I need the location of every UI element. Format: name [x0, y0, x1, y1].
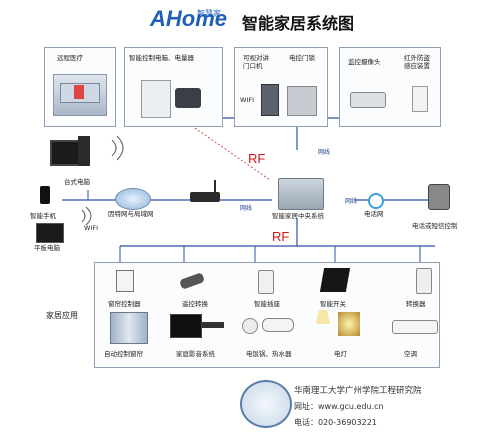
phone-network-icon — [368, 193, 384, 209]
intercom-box: 可视对讲 门口机 电控门锁 WIFI — [234, 47, 328, 127]
website-value[interactable]: www.gcu.edu.cn — [318, 402, 384, 411]
net-label-right: 网线 — [345, 198, 358, 205]
intercom-left-label: 可视对讲 门口机 — [243, 54, 269, 70]
wifi-small-label: WIFI — [240, 96, 254, 104]
net-label-left: 网线 — [240, 205, 253, 212]
rice-cooker-icon — [242, 318, 258, 334]
camera-label: 监控摄像头 — [348, 58, 381, 66]
door-lock-image — [287, 86, 317, 116]
logo-cn: 智慧家 — [197, 9, 221, 18]
central-hub-image — [278, 178, 324, 210]
row1-label: 窗帘控制器 — [108, 300, 141, 308]
footer-org: 华南理工大学广州学院工程研究院 — [294, 386, 422, 396]
smart-plug-icon — [258, 270, 274, 294]
rf-label-top: RF — [248, 151, 266, 166]
smart-switch-icon — [319, 268, 351, 292]
phone-image — [40, 186, 50, 204]
water-heater-icon — [262, 318, 294, 332]
desktop-image — [48, 136, 92, 170]
row2-label: 电饭锅、热水器 — [246, 350, 292, 358]
dvd-player-icon — [202, 322, 224, 328]
phone-label: 智能手机 — [30, 212, 56, 220]
logo-main: AHome — [150, 6, 228, 31]
row1-label: 智能开关 — [320, 300, 346, 308]
intercom-device-image — [261, 84, 279, 116]
security-box: 监控摄像头 红外防盗 感应装置 — [339, 47, 441, 127]
row2-label: 空调 — [404, 350, 417, 358]
row1-label: 遥控转换 — [182, 300, 208, 308]
tablet-image — [36, 223, 64, 243]
ir-sensor-image — [412, 86, 428, 112]
row2-label: 自动控制窗帘 — [104, 350, 143, 358]
smart-socket-label: 智能控制电箱、电量器 — [129, 54, 194, 62]
university-seal-icon — [240, 380, 292, 428]
intercom-right-label: 电控门锁 — [289, 54, 315, 62]
net-label-top: 网线 — [318, 149, 331, 156]
footer-website: 网址：www.gcu.edu.cn — [294, 401, 384, 412]
home-section-label: 家居应用 — [46, 311, 78, 320]
footer-phone: 电话：020-36903221 — [294, 417, 377, 428]
medical-device-image — [53, 74, 107, 116]
row1-label: 智能插座 — [254, 300, 280, 308]
auto-curtain-icon — [110, 312, 148, 344]
internet-label: 因特网与局域网 — [108, 210, 154, 218]
central-hub-label: 智能家居中央系统 — [272, 212, 324, 220]
light-panel-icon — [338, 312, 360, 336]
row2-label: 电灯 — [334, 350, 347, 358]
electric-box-image — [141, 80, 171, 118]
mobile-phone-image — [428, 184, 450, 210]
desktop-label: 台式电脑 — [64, 178, 90, 186]
meter-image — [175, 88, 201, 108]
router-icon — [190, 180, 220, 202]
globe-icon — [115, 188, 151, 210]
phone-label: 电话： — [294, 418, 318, 427]
phone-network-label: 电话网 — [364, 210, 384, 218]
remote-medical-box: 远程医疗 — [44, 47, 116, 127]
page-title: 智能家居系统图 — [242, 14, 355, 33]
converter-icon — [416, 268, 432, 294]
logo: AHome 智慧家 — [150, 6, 230, 32]
phone-value: 020-36903221 — [318, 418, 377, 427]
air-conditioner-icon — [392, 320, 438, 334]
rf-label-bottom: RF — [272, 229, 290, 244]
wifi-label: WIFI — [84, 224, 98, 232]
smart-socket-box: 智能控制电箱、电量器 — [124, 47, 223, 127]
row2-label: 家庭影音系统 — [176, 350, 215, 358]
phone-control-label: 电话或短信控制 — [412, 222, 458, 230]
remote-medical-label: 远程医疗 — [57, 54, 83, 62]
home-theater-icon — [170, 314, 202, 338]
curtain-controller-icon — [116, 270, 134, 292]
website-label: 网址： — [294, 402, 318, 411]
ir-alarm-label: 红外防盗 感应装置 — [404, 54, 430, 70]
camera-image — [350, 92, 386, 108]
tablet-label: 平板电脑 — [34, 244, 60, 252]
row1-label: 转换器 — [406, 300, 426, 308]
lamp-icon — [316, 310, 330, 324]
